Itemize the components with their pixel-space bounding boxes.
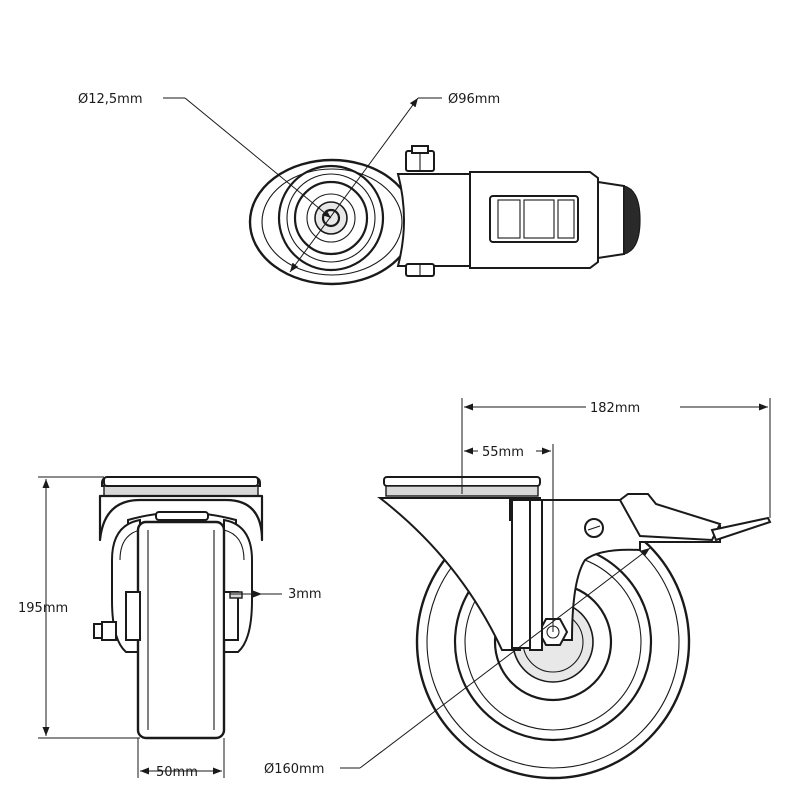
dim-total-length: 182mm [461, 398, 771, 518]
dim-wheel-diameter: Ø160mm [264, 547, 651, 777]
side-view [377, 476, 772, 780]
dim-bolt-circle: Ø96mm [289, 92, 500, 273]
dim-wheel-width-label: 50mm [156, 765, 198, 780]
top-view [248, 145, 641, 286]
dim-plate-thickness-label: 3mm [288, 587, 322, 602]
dim-bolt-hole-label: Ø12,5mm [78, 92, 143, 107]
dim-total-height-label: 195mm [18, 601, 68, 616]
dim-wheel-diameter-label: Ø160mm [264, 762, 324, 777]
dim-wheel-width: 50mm [137, 738, 225, 780]
front-view [93, 476, 264, 740]
dim-total-height: 195mm [18, 476, 140, 739]
dim-offset-label: 55mm [482, 445, 524, 460]
dim-offset: 55mm [464, 442, 554, 632]
dim-plate-thickness: 3mm [230, 587, 322, 602]
dim-bolt-circle-label: Ø96mm [448, 92, 500, 107]
dim-total-length-label: 182mm [590, 401, 640, 416]
